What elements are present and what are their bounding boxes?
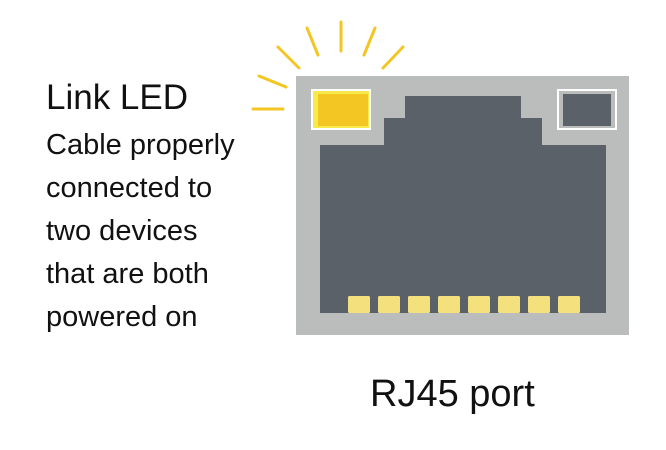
contact-pin <box>468 296 490 313</box>
contact-pin <box>558 296 580 313</box>
description-line: powered on <box>46 301 198 333</box>
contact-pin <box>438 296 460 313</box>
led-glow-rays <box>251 20 405 111</box>
contact-pin <box>348 296 370 313</box>
port-caption: RJ45 port <box>370 373 535 415</box>
glow-ray <box>257 74 288 89</box>
description-line: connected to <box>46 172 213 204</box>
contact-pin <box>498 296 520 313</box>
led-title: Link LED <box>46 78 189 117</box>
glow-ray <box>381 45 405 70</box>
activity-led <box>557 89 617 130</box>
led-description: Cable properly connected to two devices … <box>46 124 235 339</box>
description-line: Cable properly <box>46 129 235 161</box>
port-opening <box>320 96 606 313</box>
link-led <box>311 89 371 130</box>
contact-pin <box>528 296 550 313</box>
description-line: that are both <box>46 258 209 290</box>
glow-ray <box>305 26 320 57</box>
contact-pin <box>378 296 400 313</box>
glow-ray <box>276 45 301 70</box>
contact-pins <box>348 296 580 313</box>
description-line: two devices <box>46 215 198 247</box>
glow-ray <box>362 26 377 57</box>
contact-pin <box>408 296 430 313</box>
